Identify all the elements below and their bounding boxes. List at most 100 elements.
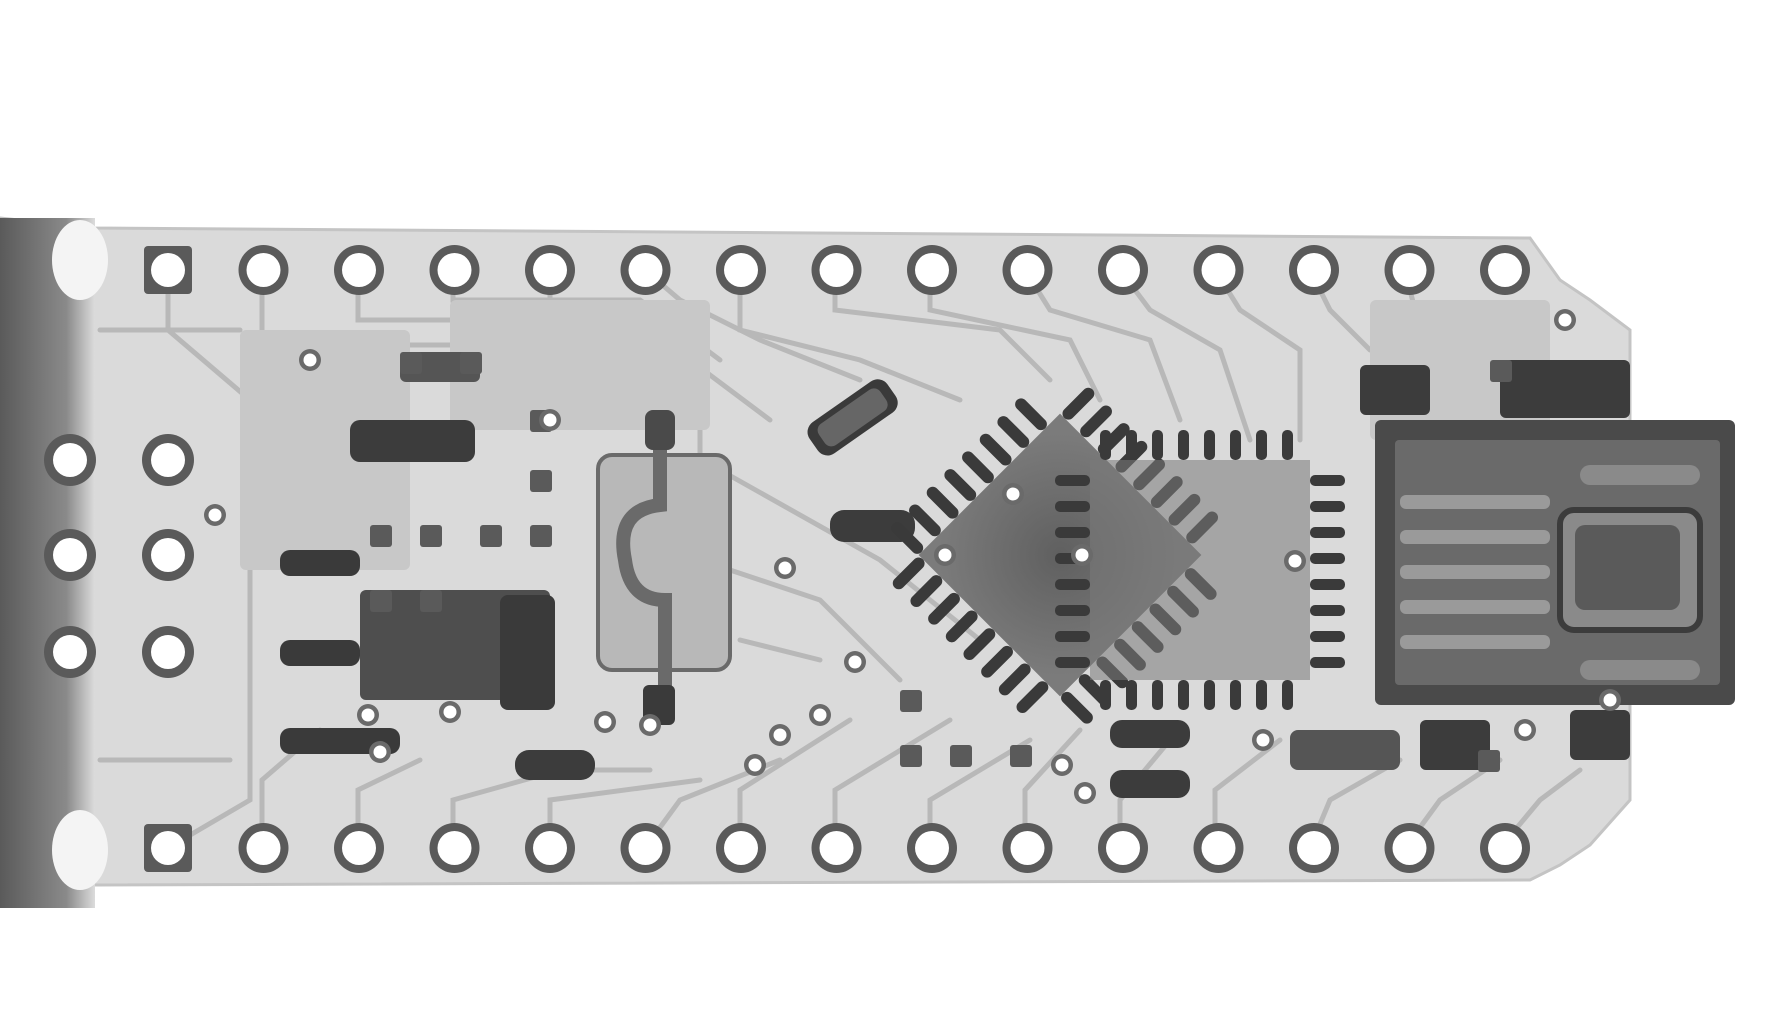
smd-pad bbox=[420, 590, 442, 612]
chip-leg bbox=[962, 451, 994, 484]
chip-leg bbox=[1310, 475, 1345, 486]
header-hole bbox=[1488, 831, 1522, 865]
chip-leg bbox=[945, 610, 978, 643]
via-hole bbox=[598, 715, 612, 729]
header-hole bbox=[1201, 831, 1236, 865]
chip-leg bbox=[981, 645, 1013, 678]
header-hole bbox=[819, 831, 854, 865]
header-hole bbox=[151, 831, 185, 865]
via-hole bbox=[1288, 554, 1302, 568]
chip-leg bbox=[1055, 579, 1090, 590]
trace bbox=[697, 557, 903, 683]
chip-leg bbox=[1055, 475, 1090, 486]
chip-leg bbox=[1100, 430, 1111, 460]
chip-leg bbox=[998, 663, 1031, 696]
smd-pad bbox=[530, 470, 552, 492]
vias bbox=[204, 309, 1621, 804]
usb-mini-connector bbox=[1375, 420, 1735, 705]
smd-pad bbox=[1478, 750, 1500, 772]
header-hole bbox=[437, 253, 472, 287]
chip-leg bbox=[1126, 680, 1137, 710]
header-hole bbox=[1010, 831, 1045, 865]
header-hole bbox=[724, 253, 758, 287]
header-hole bbox=[628, 253, 663, 287]
via-hole bbox=[748, 758, 762, 772]
smd-pad bbox=[530, 525, 552, 547]
smd-pad bbox=[370, 525, 392, 547]
icsp-hole bbox=[151, 538, 185, 572]
header-hole bbox=[151, 253, 185, 287]
chip-leg bbox=[1256, 680, 1267, 710]
chip-leg bbox=[1152, 680, 1163, 710]
header-hole bbox=[342, 831, 376, 865]
header-hole bbox=[1392, 831, 1427, 865]
chip-leg bbox=[910, 575, 943, 607]
chip-leg bbox=[1152, 430, 1163, 460]
header-hole bbox=[1106, 831, 1140, 865]
chip-leg bbox=[1080, 405, 1112, 438]
chip-leg bbox=[1055, 657, 1090, 668]
smd-pad bbox=[1010, 745, 1032, 767]
chip-leg bbox=[1282, 430, 1293, 460]
small-smd-pads bbox=[370, 352, 1512, 772]
chip-leg bbox=[1126, 430, 1137, 460]
chip-leg bbox=[1061, 691, 1093, 724]
trace bbox=[737, 267, 963, 403]
left-edge-highlight bbox=[52, 810, 108, 890]
chip-leg bbox=[1055, 631, 1090, 642]
chip-leg bbox=[928, 592, 960, 625]
chip-leg bbox=[1256, 430, 1267, 460]
smd-pad bbox=[420, 525, 442, 547]
header-hole bbox=[533, 253, 567, 287]
chip-leg bbox=[1100, 680, 1111, 710]
smd-pad bbox=[950, 745, 972, 767]
via-hole bbox=[1558, 313, 1572, 327]
via-hole bbox=[303, 353, 317, 367]
header-hole bbox=[437, 831, 472, 865]
via-hole bbox=[778, 561, 792, 575]
via-hole bbox=[1518, 723, 1532, 737]
header-hole bbox=[246, 831, 281, 865]
chip-leg bbox=[1062, 387, 1095, 420]
via-hole bbox=[1006, 487, 1020, 501]
via-hole bbox=[1055, 758, 1069, 772]
header-hole bbox=[1201, 253, 1236, 287]
via-hole bbox=[1078, 786, 1092, 800]
header-hole bbox=[1297, 831, 1331, 865]
chip-leg bbox=[892, 557, 925, 590]
chip-leg bbox=[1310, 579, 1345, 590]
copper-planes bbox=[240, 300, 1550, 570]
chip-leg bbox=[1055, 501, 1090, 512]
chip-leg bbox=[979, 433, 1012, 466]
chip-leg bbox=[1310, 605, 1345, 616]
chip-leg bbox=[1230, 430, 1241, 460]
header-hole bbox=[819, 253, 854, 287]
header-hole bbox=[628, 831, 663, 865]
chip-leg bbox=[891, 522, 924, 554]
header-hole bbox=[246, 253, 281, 287]
chip-leg bbox=[1178, 430, 1189, 460]
smd-pad bbox=[900, 745, 922, 767]
voltage-regulator bbox=[280, 550, 555, 754]
header-hole bbox=[1392, 253, 1427, 287]
icsp-hole bbox=[53, 443, 87, 477]
chip-leg bbox=[1310, 501, 1345, 512]
icsp-pin-holes bbox=[44, 434, 194, 678]
via-hole bbox=[361, 708, 375, 722]
header-hole bbox=[342, 253, 376, 287]
via-hole bbox=[208, 508, 222, 522]
chip-leg bbox=[1230, 680, 1241, 710]
chip-leg bbox=[1178, 680, 1189, 710]
icsp-hole bbox=[53, 635, 87, 669]
header-pin-holes bbox=[144, 245, 1530, 873]
chip-leg bbox=[1204, 680, 1215, 710]
chip-leg bbox=[1055, 527, 1090, 538]
chip-leg bbox=[926, 486, 959, 519]
header-hole bbox=[724, 831, 758, 865]
chip-leg bbox=[1055, 605, 1090, 616]
chip-leg bbox=[1204, 430, 1215, 460]
chip-leg bbox=[1310, 527, 1345, 538]
header-hole bbox=[1297, 253, 1331, 287]
chip-leg bbox=[1310, 553, 1345, 564]
header-hole bbox=[915, 831, 949, 865]
